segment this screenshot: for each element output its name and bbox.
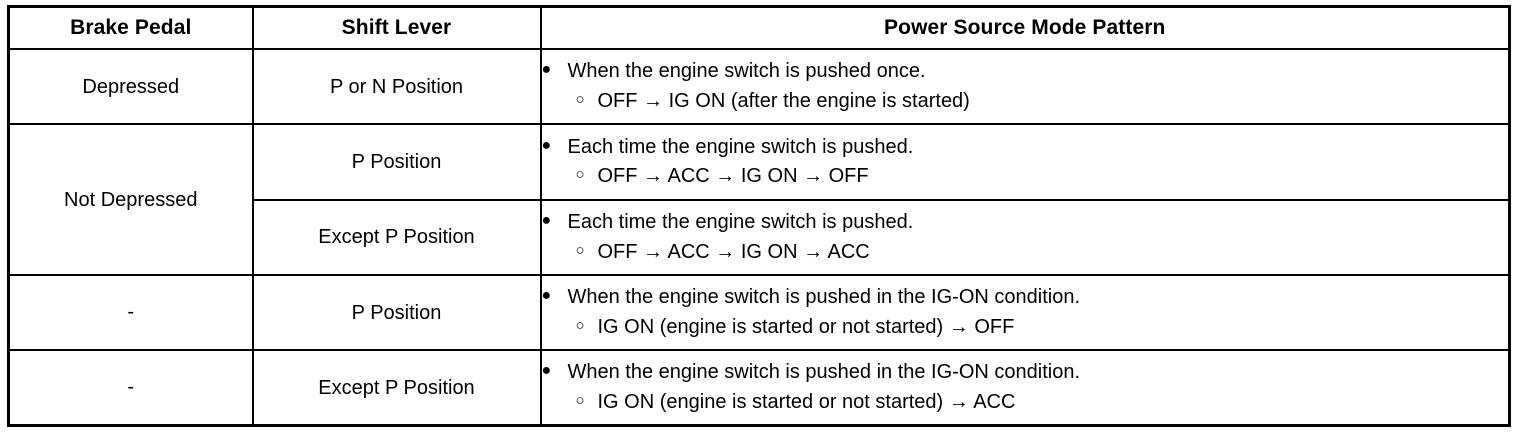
pattern-sub-line: ○ OFF → ACC → IG ON → OFF [542, 163, 1509, 190]
cell-power-source-mode-pattern: ● Each time the engine switch is pushed.… [539, 198, 1511, 276]
pattern-bullet-line: ● When the engine switch is pushed in th… [542, 284, 1509, 311]
pattern-bullet-text: When the engine switch is pushed in the … [567, 286, 1081, 309]
cell-power-source-mode-pattern: ● When the engine switch is pushed once.… [539, 47, 1511, 126]
filled-bullet-icon: ● [541, 362, 552, 380]
hollow-circle-icon: ○ [575, 166, 585, 184]
pattern-bullet-text: When the engine switch is pushed in the … [567, 361, 1081, 384]
table-row: Not Depressed P Position ● Each time the… [7, 123, 1511, 276]
filled-bullet-icon: ● [541, 287, 552, 305]
pattern-bullet-line: ● Each time the engine switch is pushed. [542, 209, 1509, 236]
power-source-mode-table: Brake Pedal Shift Lever Power Source Mod… [7, 5, 1511, 427]
table-row: Except P Position ● Each time the engine… [9, 198, 1511, 276]
pattern-bullet-line: ● Each time the engine switch is pushed. [542, 134, 1509, 161]
cell-shift-lever: P or N Position [251, 47, 542, 126]
pattern-sub-line: ○ OFF → IG ON (after the engine is start… [542, 88, 1509, 115]
hollow-circle-icon: ○ [575, 392, 585, 410]
pattern-sub-text: OFF → ACC → IG ON → OFF [597, 165, 869, 188]
pattern-bullet-text: When the engine switch is pushed once. [567, 60, 926, 83]
cell-shift-lever: P Position [251, 273, 542, 352]
cell-shift-lever: Except P Position [251, 349, 542, 427]
filled-bullet-icon: ● [541, 136, 552, 154]
pattern-sub-text: OFF → ACC → IG ON → ACC [597, 240, 870, 263]
table-row: Depressed P or N Position ● When the eng… [7, 47, 1511, 126]
hollow-circle-icon: ○ [575, 91, 585, 109]
cell-shift-lever: Except P Position [251, 198, 542, 276]
table-row: - P Position ● When the engine switch is… [7, 273, 1511, 352]
pattern-sub-line: ○ IG ON (engine is started or not starte… [542, 314, 1509, 341]
table-header-row: Brake Pedal Shift Lever Power Source Mod… [7, 5, 1511, 50]
pattern-bullet-line: ● When the engine switch is pushed in th… [542, 359, 1509, 386]
cell-brake-pedal: - [7, 349, 254, 427]
header-brake-pedal: Brake Pedal [7, 5, 254, 50]
pattern-bullet-text: Each time the engine switch is pushed. [567, 135, 914, 158]
pattern-sub-line: ○ OFF → ACC → IG ON → ACC [542, 239, 1509, 266]
hollow-circle-icon: ○ [575, 317, 585, 335]
hollow-circle-icon: ○ [575, 241, 585, 259]
cell-power-source-mode-pattern: ● Each time the engine switch is pushed.… [539, 123, 1511, 201]
table-header: Brake Pedal Shift Lever Power Source Mod… [7, 5, 1511, 50]
table-row: - Except P Position ● When the engine sw… [7, 349, 1511, 427]
cell-brake-pedal: Depressed [7, 47, 254, 126]
header-power-source-mode-pattern: Power Source Mode Pattern [539, 5, 1511, 50]
pattern-bullet-line: ● When the engine switch is pushed once. [542, 58, 1509, 85]
filled-bullet-icon: ● [541, 211, 552, 229]
cell-shift-lever: P Position [251, 123, 542, 201]
power-source-mode-table-container: Brake Pedal Shift Lever Power Source Mod… [7, 5, 1511, 427]
pattern-sub-text: IG ON (engine is started or not started)… [597, 316, 1015, 339]
cell-power-source-mode-pattern: ● When the engine switch is pushed in th… [539, 349, 1511, 427]
pattern-sub-text: OFF → IG ON (after the engine is started… [597, 90, 970, 113]
table-body: Depressed P or N Position ● When the eng… [7, 47, 1511, 427]
cell-brake-pedal: - [7, 273, 254, 352]
pattern-sub-text: IG ON (engine is started or not started)… [597, 391, 1016, 414]
filled-bullet-icon: ● [541, 61, 552, 79]
header-shift-lever: Shift Lever [251, 5, 542, 50]
pattern-sub-line: ○ IG ON (engine is started or not starte… [542, 389, 1509, 416]
cell-brake-pedal: Not Depressed [7, 123, 254, 276]
pattern-bullet-text: Each time the engine switch is pushed. [567, 210, 914, 233]
cell-power-source-mode-pattern: ● When the engine switch is pushed in th… [539, 273, 1511, 352]
